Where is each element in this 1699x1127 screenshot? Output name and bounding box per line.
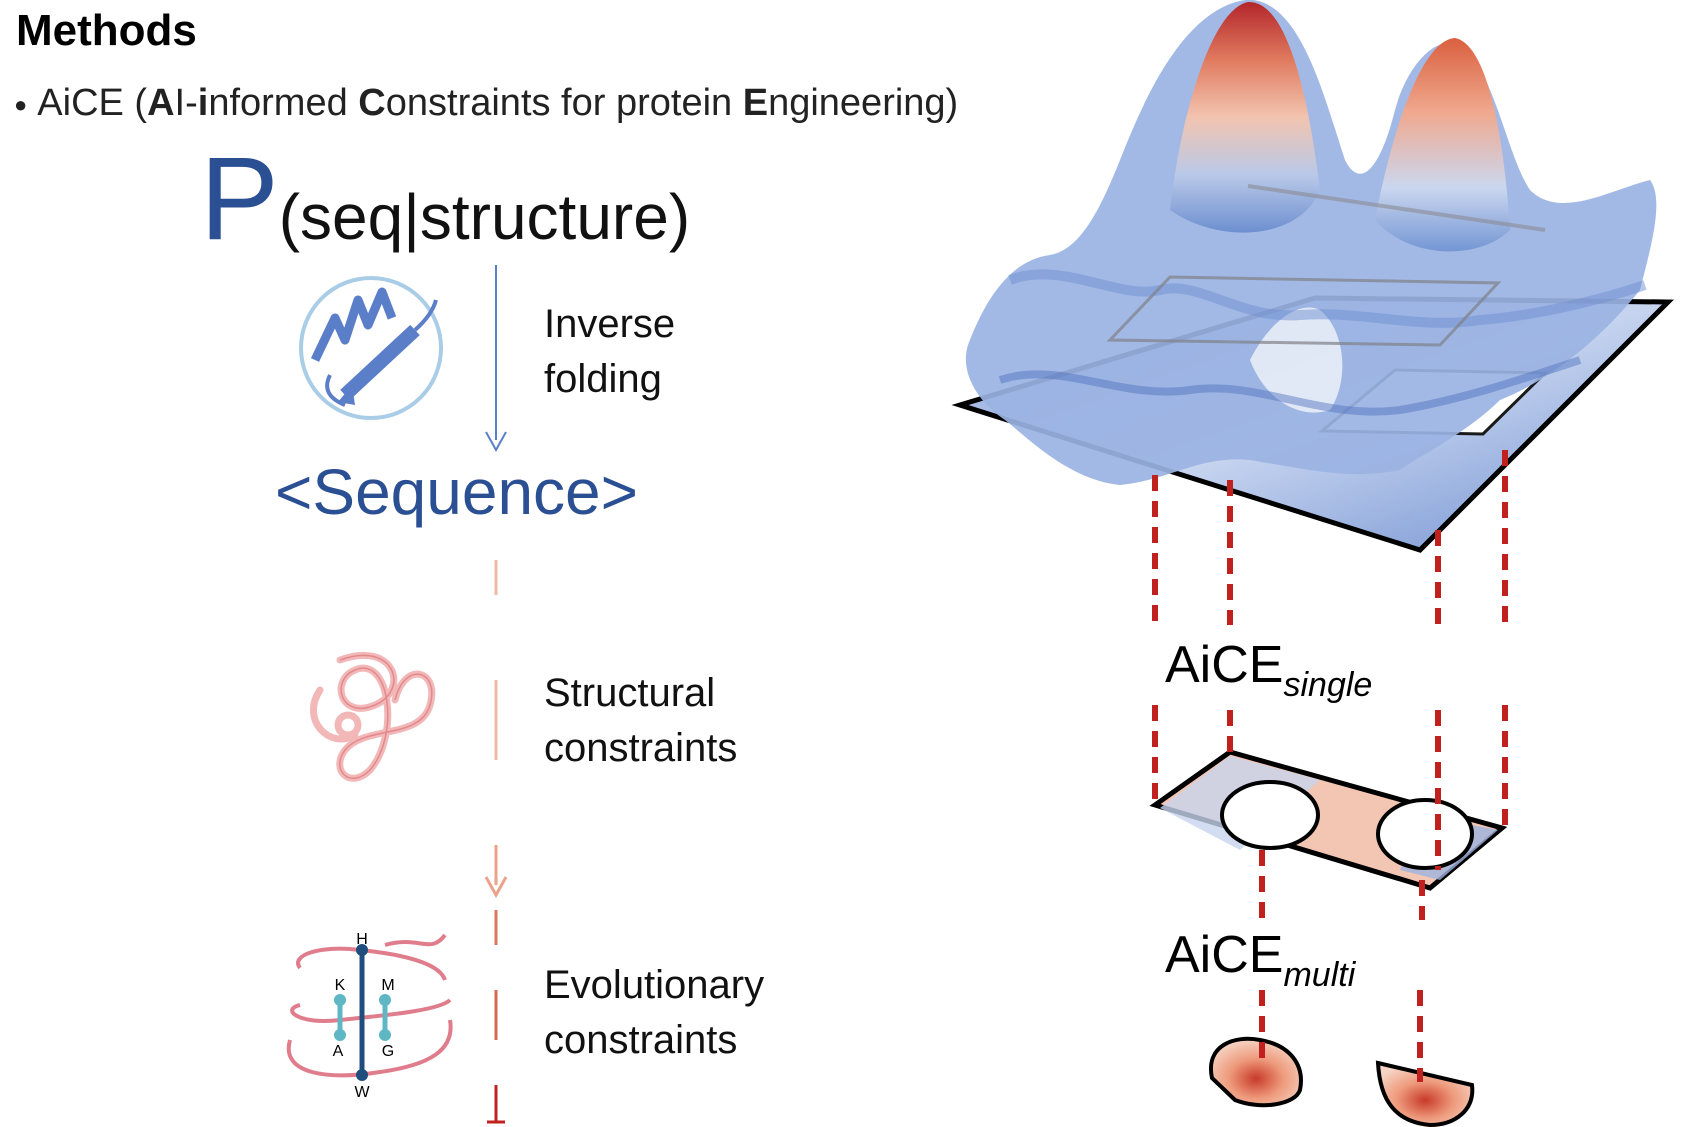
- subtitle-part: AiCE (: [37, 82, 148, 124]
- evolutionary-line-2: constraints: [544, 1018, 738, 1062]
- inverse-folding-label: Inverse folding: [544, 297, 675, 407]
- landscape-peak-secondary: [1375, 38, 1510, 252]
- residue-label-top: H: [356, 931, 368, 948]
- residue-label-right-top: M: [381, 977, 394, 994]
- inverse-folding-line-2: folding: [544, 357, 662, 401]
- aice-multi-subscript: multi: [1283, 956, 1356, 994]
- subtitle-part: ngineering): [768, 82, 959, 124]
- coupling-icon: H K M A G W: [286, 931, 453, 1101]
- probability-expression: P(seq|structure): [200, 140, 690, 258]
- structural-line-1: Structural: [544, 671, 716, 715]
- method-subtitle: ● AiCE (AI-informed Constraints for prote…: [14, 82, 958, 125]
- aice-single-plane: [1149, 749, 1508, 891]
- residue-label-left-bottom: A: [333, 1043, 344, 1060]
- inverse-folding-arrow: [485, 265, 507, 453]
- subtitle-part: nformed: [208, 82, 359, 124]
- protein-structure-icon: [299, 276, 443, 420]
- tangled-chain-outline: [339, 654, 433, 780]
- aice-multi-label: AiCEmulti: [1165, 925, 1355, 995]
- aice-multi-main: AiCE: [1165, 926, 1284, 984]
- landscape-peak-small: [1250, 307, 1343, 413]
- inverse-folding-line-1: Inverse: [544, 302, 676, 346]
- subtitle-part: onstraints for protein: [385, 82, 743, 124]
- aice-single-subscript: single: [1283, 666, 1373, 704]
- evolutionary-constraints-label: Evolutionary constraints: [544, 958, 764, 1068]
- residue-label-bottom: W: [354, 1084, 370, 1101]
- fitness-landscape: [951, 0, 1674, 553]
- subtitle-part: I-: [174, 82, 198, 124]
- subtitle-part: i: [197, 82, 209, 124]
- page-title: Methods: [16, 6, 197, 55]
- subtitle-part: C: [358, 82, 386, 124]
- method-subtitle-text: AiCE (AI-informed Constraints for protei…: [37, 82, 958, 124]
- subtitle-part: E: [742, 82, 769, 124]
- residue-label-left-top: K: [335, 977, 346, 994]
- evolutionary-line-1: Evolutionary: [544, 963, 765, 1007]
- sequence-label: <Sequence>: [275, 456, 638, 528]
- structural-constraints-label: Structural constraints: [544, 666, 737, 776]
- residue-label-right-bottom: G: [382, 1043, 394, 1060]
- landscape-peak-primary: [1170, 1, 1320, 233]
- subtitle-part: A: [147, 82, 175, 124]
- probability-symbol: P: [200, 133, 279, 265]
- aice-single-label: AiCEsingle: [1165, 635, 1372, 705]
- aice-single-main: AiCE: [1165, 636, 1284, 694]
- bullet-icon: ●: [14, 91, 28, 117]
- projection-lines: [1152, 450, 1508, 1082]
- structural-line-2: constraints: [544, 726, 738, 770]
- probability-condition: (seq|structure): [278, 181, 691, 253]
- sequence-connector: [484, 560, 508, 1124]
- aice-multi-regions: [1208, 1036, 1475, 1127]
